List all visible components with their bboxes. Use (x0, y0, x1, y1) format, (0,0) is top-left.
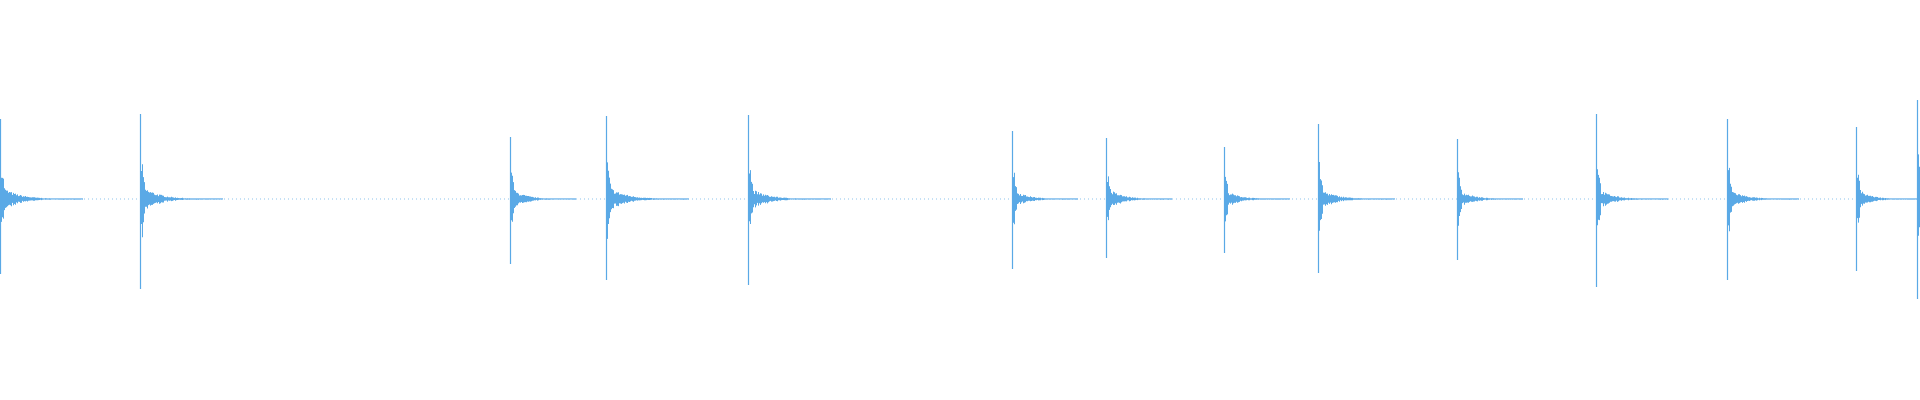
transient-tail (1225, 176, 1290, 222)
transient-9 (1317, 124, 1395, 273)
transient-4 (605, 116, 689, 280)
transient-11 (1595, 114, 1668, 287)
transient-12 (1726, 119, 1799, 280)
transient-tail (1857, 174, 1917, 223)
transient-tail (1319, 162, 1395, 231)
transient-tail (141, 164, 223, 238)
waveform-transients (0, 100, 1920, 299)
transient-7 (1105, 138, 1172, 258)
transient-tail (1597, 169, 1668, 226)
transient-3 (509, 137, 576, 264)
transient-tail (511, 172, 576, 222)
transient-5 (747, 115, 831, 285)
transient-tail (1107, 176, 1172, 221)
transient-tail (1728, 167, 1799, 232)
transient-1 (0, 119, 83, 274)
transient-tail (607, 162, 689, 239)
transient-10 (1456, 139, 1523, 260)
transient-2 (139, 114, 223, 289)
transient-tail (1013, 172, 1078, 225)
transient-6 (1011, 131, 1078, 269)
transient-tail (749, 170, 831, 224)
transient-13 (1855, 127, 1917, 271)
transient-8 (1223, 147, 1290, 253)
transient-tail (1458, 172, 1523, 226)
transient-tail (1, 177, 83, 222)
